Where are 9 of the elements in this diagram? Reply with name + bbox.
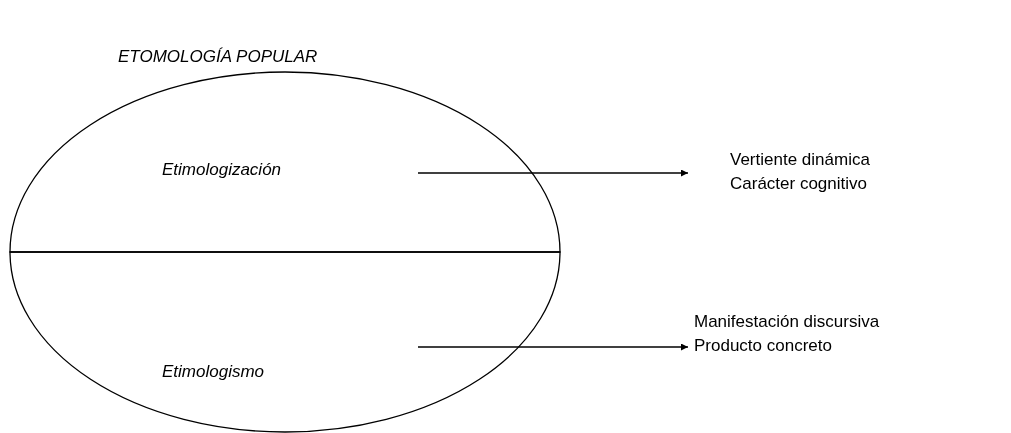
description-text: Vertiente dinámica xyxy=(730,150,870,170)
description-text: Producto concreto xyxy=(694,336,832,356)
section-label: Etimologización xyxy=(162,160,282,180)
arrow xyxy=(417,343,689,351)
section-label: Etimologismo xyxy=(162,362,265,382)
description-text: Carácter cognitivo xyxy=(730,174,867,194)
diagram-title: ETOMOLOGÍA POPULAR xyxy=(118,47,318,67)
arrow xyxy=(417,169,689,177)
description-text: Manifestación discursiva xyxy=(694,312,880,332)
